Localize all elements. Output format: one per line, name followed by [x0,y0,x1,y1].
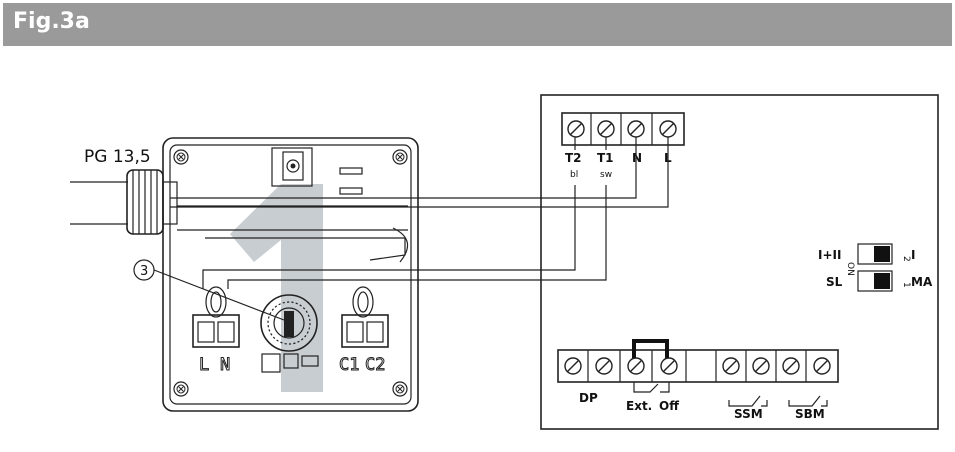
terminal-sub-bl: bl [570,170,578,180]
terminal-screw-icon [813,357,831,375]
label-ssm: SSM [734,407,763,421]
figure-title-bar: Fig.3a [3,3,952,46]
watermark-digit [230,184,323,392]
dip-number-2: 2 [901,256,911,262]
label-sbm: SBM [795,407,825,421]
ext-off-contact-icon [633,382,659,393]
terminal-screw-icon [595,357,613,375]
figure-title: Fig.3a [13,9,90,34]
terminal-label-t2: T2 [565,151,582,165]
device-label-l: L [199,355,209,375]
bottom-terminal-block: DP Ext. Off SSM SBM [557,339,839,421]
terminal-screw-icon [660,357,678,375]
jumper-bridge [632,339,669,358]
device-label-c2: C2 [365,355,385,375]
corner-screw-icon [173,381,189,397]
terminal-screw-icon [659,120,677,138]
label-off: Off [659,399,679,413]
dip-row1-right: I [911,248,915,262]
terminal-screw-icon [752,357,770,375]
wires [170,137,669,289]
terminal-screw-icon [782,357,800,375]
top-terminal-block: T2 T1 N L bl sw [561,112,685,180]
callout-3: 3 [133,259,285,321]
device-terminal-c1c2 [341,314,389,348]
terminal-label-n: N [632,151,642,165]
clamp-screw-icon [286,159,300,173]
corner-screw-icon [392,381,408,397]
dip-row2-right: MA [911,275,933,289]
terminal-screw-icon [722,357,740,375]
sbm-contact-icon [788,395,821,407]
label-ext: Ext. [626,399,652,413]
dip-switch: I+II I SL MA 2 1 ON [818,243,933,292]
terminal-screw-icon [567,120,585,138]
device-terminal-ln [192,314,240,348]
dip-row2-left: SL [826,275,843,289]
dip-number-1: 1 [901,282,911,288]
rotary-selector-icon [260,294,318,352]
terminal-screw-icon [627,120,645,138]
dip-on-label: ON [845,262,855,276]
corner-screw-icon [392,149,408,165]
terminal-screw-icon [597,120,615,138]
cable-gland: PG 13,5 [70,147,178,235]
device-housing: L N C1 C2 [162,137,419,412]
ssm-contact-icon [728,395,761,407]
terminal-sub-sw: sw [600,170,612,180]
dip-row1-left: I+II [818,248,841,262]
terminal-screw-icon [627,357,645,375]
corner-screw-icon [173,149,189,165]
label-dp: DP [579,391,598,405]
device-label-n: N [220,355,230,375]
terminal-screw-icon [564,357,582,375]
terminal-label-t1: T1 [597,151,614,165]
cable-gland-label: PG 13,5 [84,147,151,167]
svg-text:3: 3 [140,264,148,279]
control-unit-frame [540,94,939,430]
device-label-c1: C1 [339,355,359,375]
